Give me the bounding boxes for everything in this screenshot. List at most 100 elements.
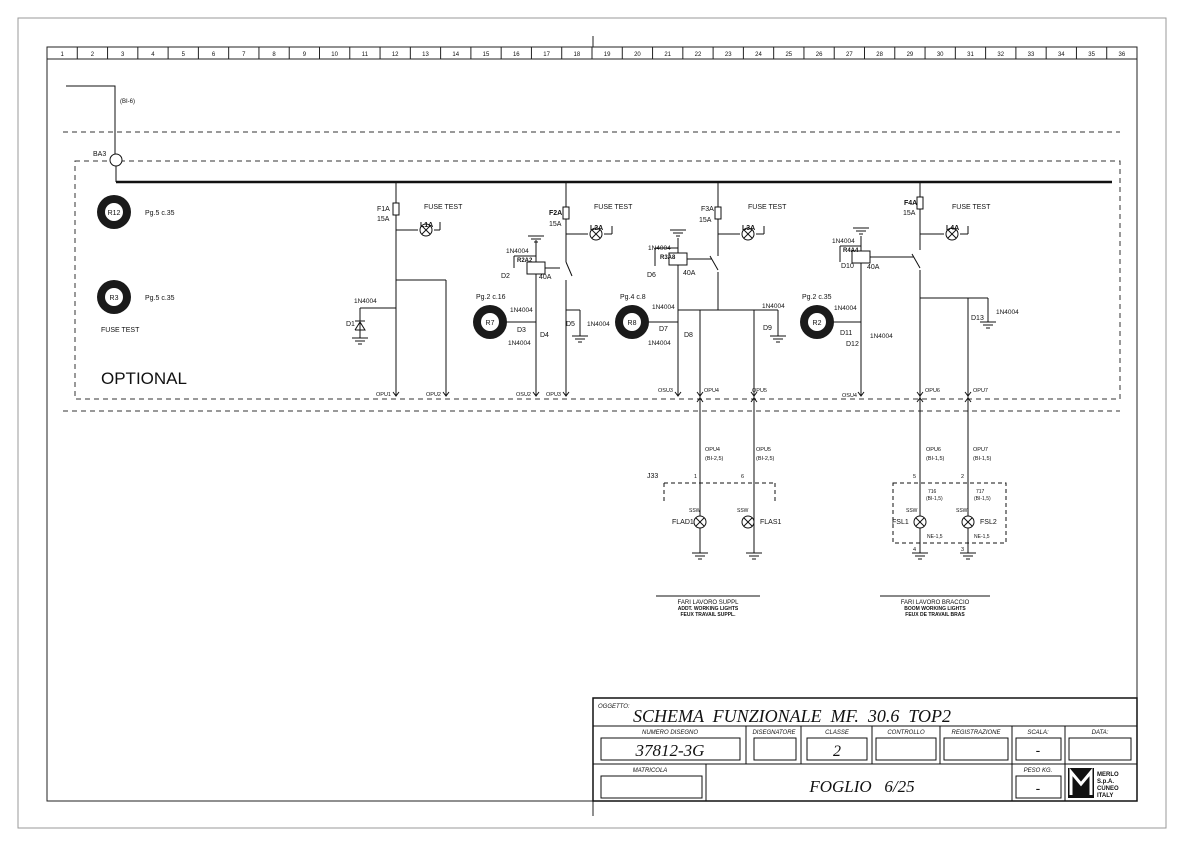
group-label-addt-lights: FARI LAVORO SUPPL ADDT. WORKING LIGHTS F… xyxy=(678,600,740,618)
grid-column-number: 29 xyxy=(907,52,914,58)
svg-text:FARI LAVORO SUPPL: FARI LAVORO SUPPL xyxy=(678,600,740,606)
svg-text:D12: D12 xyxy=(846,341,859,348)
grid-column-number: 35 xyxy=(1088,52,1095,58)
grid-column-number: 23 xyxy=(725,52,732,58)
branch-f4a xyxy=(830,182,989,396)
relay-r3: R3 Pg.5 c.35 xyxy=(97,280,175,314)
svg-text:2: 2 xyxy=(961,474,964,480)
svg-text:R3: R3 xyxy=(110,295,119,302)
svg-text:(BI-1,5): (BI-1,5) xyxy=(926,456,945,462)
grid-column-number: 10 xyxy=(331,52,338,58)
svg-text:L3A: L3A xyxy=(742,225,755,232)
svg-text:1: 1 xyxy=(694,474,697,480)
svg-text:FLAS1: FLAS1 xyxy=(760,519,782,526)
bus-connector-label: BA3 xyxy=(93,151,106,158)
svg-text:R8: R8 xyxy=(628,320,637,327)
svg-text:1N4004: 1N4004 xyxy=(506,248,529,255)
svg-text:D5: D5 xyxy=(566,321,575,328)
grid-column-number: 2 xyxy=(91,52,95,58)
merlo-logo: MERLO S.p.A. CUNEO ITALY xyxy=(1068,767,1119,799)
svg-text:D13: D13 xyxy=(971,315,984,322)
grid-column-number: 6 xyxy=(212,52,216,58)
svg-text:Pg.4 c.8: Pg.4 c.8 xyxy=(620,294,646,301)
grid-column-number: 16 xyxy=(513,52,520,58)
svg-text:(BI-1,5): (BI-1,5) xyxy=(973,456,992,462)
svg-text:SSW: SSW xyxy=(906,508,918,514)
svg-text:OSU3: OSU3 xyxy=(658,388,673,394)
svg-text:1N4004: 1N4004 xyxy=(354,298,377,305)
grid-column-number: 33 xyxy=(1028,52,1035,58)
grid-column-number: 12 xyxy=(392,52,399,58)
svg-text:D3: D3 xyxy=(517,327,526,334)
svg-text:D4: D4 xyxy=(540,332,549,339)
svg-text:D2: D2 xyxy=(501,273,510,280)
group-label-boom-lights: FARI LAVORO BRACCIO BOOM WORKING LIGHTS … xyxy=(901,600,970,618)
svg-text:3: 3 xyxy=(961,547,964,553)
svg-text:SCALA:: SCALA: xyxy=(1027,730,1049,736)
svg-text:R12: R12 xyxy=(108,210,121,217)
svg-text:OPU6: OPU6 xyxy=(925,388,940,394)
svg-text:15A: 15A xyxy=(699,217,712,224)
svg-text:Pg.5 c.35: Pg.5 c.35 xyxy=(145,210,175,217)
grid-column-number: 34 xyxy=(1058,52,1065,58)
grid-column-number: 24 xyxy=(755,52,762,58)
svg-text:15A: 15A xyxy=(377,216,390,223)
svg-text:F1A: F1A xyxy=(377,206,390,213)
svg-text:(BI-2,5): (BI-2,5) xyxy=(705,456,724,462)
svg-text:40A: 40A xyxy=(867,264,880,271)
svg-text:CLASSE: CLASSE xyxy=(825,730,850,736)
svg-text:1N4004: 1N4004 xyxy=(652,304,675,311)
grid-column-number: 31 xyxy=(967,52,974,58)
svg-text:OPU7: OPU7 xyxy=(973,388,988,394)
svg-text:1N4004: 1N4004 xyxy=(587,321,610,328)
svg-text:OSU2: OSU2 xyxy=(516,392,531,398)
grid-column-number: 15 xyxy=(483,52,490,58)
svg-text:MATRICOLA: MATRICOLA xyxy=(633,768,668,774)
optional-label: OPTIONAL xyxy=(101,369,187,388)
svg-text:FSL2: FSL2 xyxy=(980,519,997,526)
relay-r7: R7 Pg.2 c.16 xyxy=(473,294,507,339)
svg-text:DISEGNATORE: DISEGNATORE xyxy=(752,730,796,736)
branch-f1a xyxy=(354,182,447,396)
arrows-outputs xyxy=(392,391,972,403)
svg-text:1N4004: 1N4004 xyxy=(870,333,893,340)
svg-text:DATA:: DATA: xyxy=(1092,730,1109,736)
branch-f2a xyxy=(504,182,613,396)
svg-text:CONTROLLO: CONTROLLO xyxy=(887,730,925,736)
svg-text:OPU2: OPU2 xyxy=(426,392,441,398)
title-block xyxy=(592,697,1138,802)
svg-text:-: - xyxy=(1036,780,1041,796)
grid-column-number: 25 xyxy=(785,52,792,58)
svg-text:6: 6 xyxy=(741,474,744,480)
svg-text:OPU1: OPU1 xyxy=(376,392,391,398)
grid-column-number: 11 xyxy=(362,52,369,58)
svg-text:1N4004: 1N4004 xyxy=(648,340,671,347)
lamp-fsl2: FSL2 xyxy=(961,515,997,529)
grid-column-number: 3 xyxy=(121,52,125,58)
svg-text:716: 716 xyxy=(928,489,937,495)
ref-top: (BI-6) xyxy=(120,99,135,105)
svg-text:(BI-1,5): (BI-1,5) xyxy=(974,496,991,502)
grid-column-number: 30 xyxy=(937,52,944,58)
svg-text:1N4004: 1N4004 xyxy=(996,309,1019,316)
inner-frame xyxy=(46,46,1138,802)
grid-column-number: 26 xyxy=(816,52,823,58)
relay-r8: R8 Pg.4 c.8 xyxy=(615,294,649,339)
svg-text:OPU4: OPU4 xyxy=(704,388,719,394)
svg-text:FUSE TEST: FUSE TEST xyxy=(424,204,463,211)
grid-column-number: 19 xyxy=(604,52,611,58)
svg-text:40A: 40A xyxy=(539,274,552,281)
svg-text:NE-1,5: NE-1,5 xyxy=(927,534,943,540)
svg-text:(BI-2,5): (BI-2,5) xyxy=(756,456,775,462)
grid-column-number: 20 xyxy=(634,52,641,58)
svg-text:F2A: F2A xyxy=(549,210,562,217)
outer-frame xyxy=(17,17,1167,829)
lamp-l2a xyxy=(589,227,603,241)
grid-column-number: 1 xyxy=(60,52,64,58)
svg-text:D1: D1 xyxy=(346,321,355,328)
svg-text:1N4004: 1N4004 xyxy=(762,303,785,310)
svg-text:ADDT. WORKING LIGHTS: ADDT. WORKING LIGHTS xyxy=(678,606,739,612)
grid-column-number: 27 xyxy=(846,52,853,58)
grid-column-number: 5 xyxy=(182,52,186,58)
